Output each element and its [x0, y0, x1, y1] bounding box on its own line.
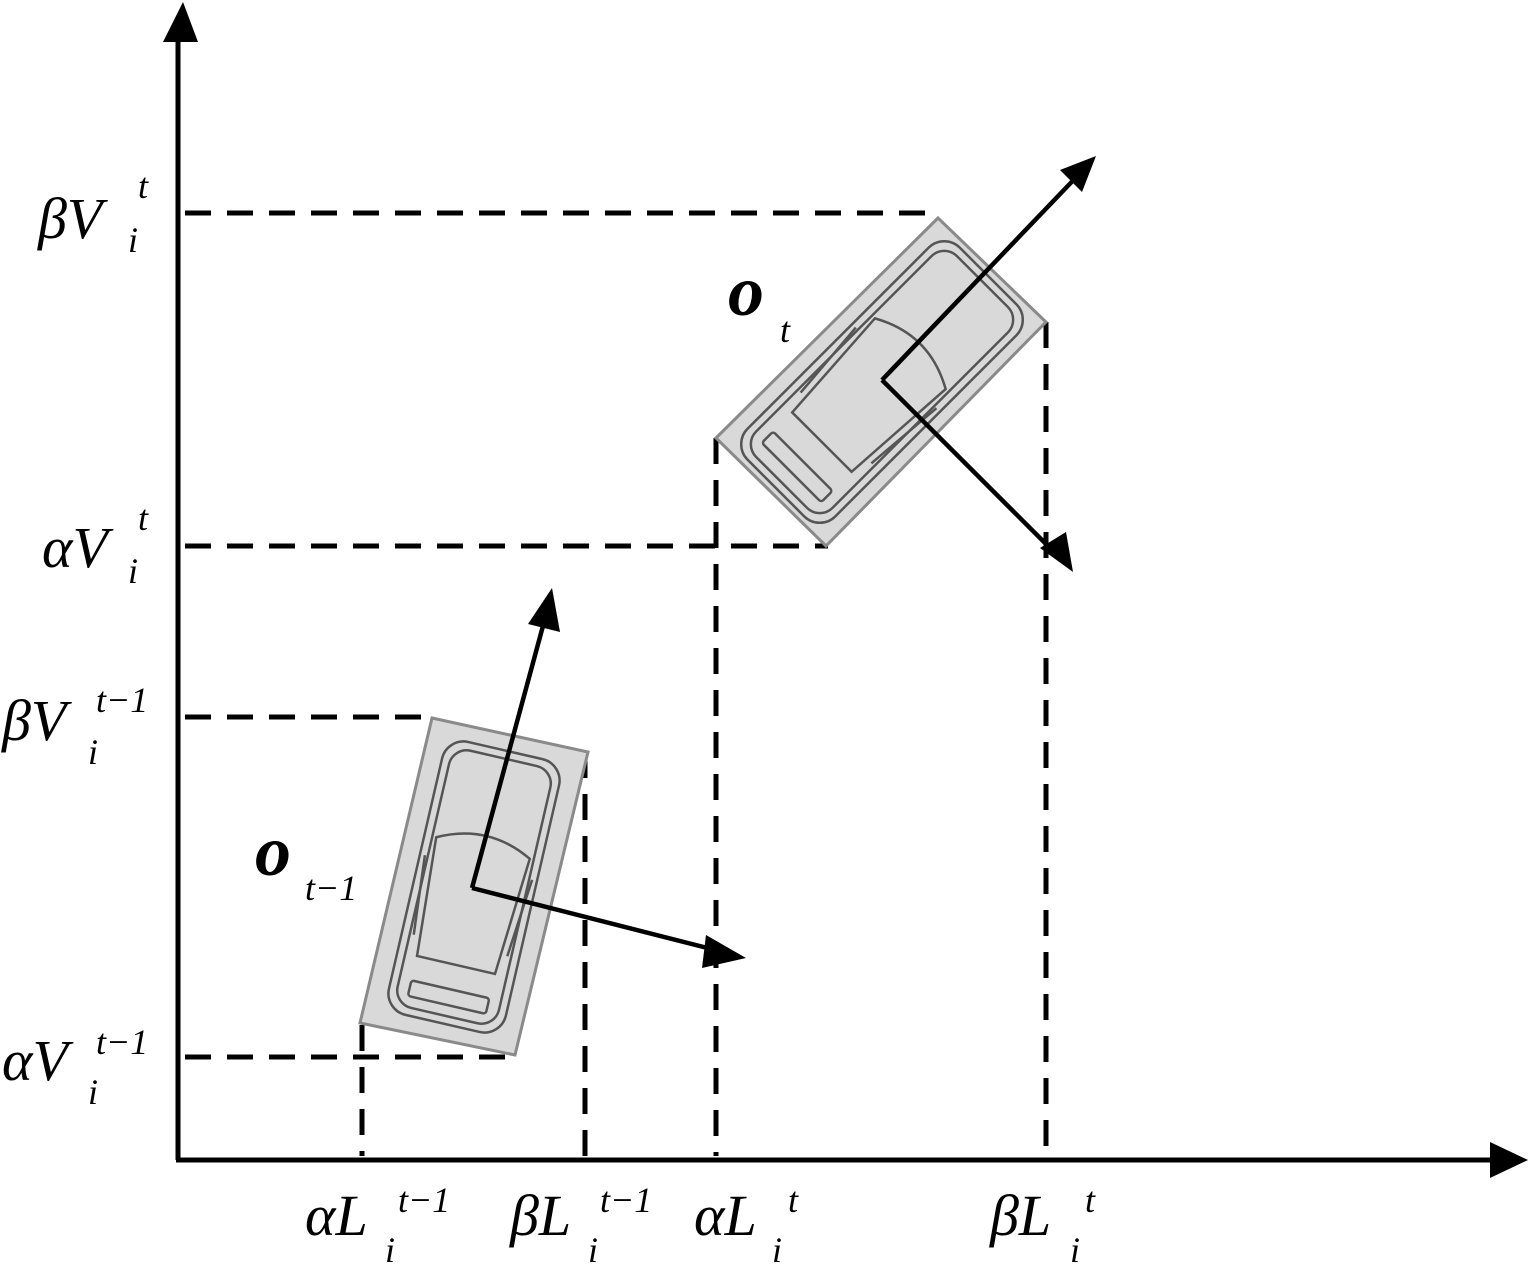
- svg-text:i: i: [88, 1072, 98, 1112]
- svg-text:t: t: [138, 166, 149, 206]
- svg-text:o: o: [728, 251, 764, 331]
- arrowhead-icon: [1040, 532, 1073, 572]
- x-axis-arrow-icon: [1490, 1142, 1528, 1178]
- vector-t-1-lateral: [471, 885, 736, 958]
- arrowhead-icon: [702, 935, 746, 968]
- svg-text:t−1: t−1: [96, 1022, 148, 1062]
- y-label-beta-v-t: βV i t: [37, 166, 149, 260]
- svg-text:i: i: [88, 732, 98, 772]
- x-label-beta-l-t: βL i t: [989, 1180, 1096, 1270]
- svg-text:o: o: [255, 811, 291, 891]
- svg-text:t−1: t−1: [96, 680, 148, 720]
- svg-text:βL: βL: [989, 1183, 1051, 1248]
- arrowhead-icon: [1060, 156, 1096, 192]
- svg-text:i: i: [772, 1230, 782, 1270]
- object-label-o-t-1: o t−1: [255, 811, 357, 908]
- object-label-o-t: o t: [728, 251, 791, 350]
- svg-text:i: i: [588, 1230, 598, 1270]
- svg-text:βV: βV: [37, 186, 109, 251]
- arrowhead-icon: [528, 588, 560, 632]
- vector-t-forward: [880, 166, 1087, 382]
- svg-text:αV: αV: [42, 515, 114, 580]
- svg-text:βV: βV: [1, 688, 73, 753]
- svg-text:αV: αV: [2, 1028, 74, 1093]
- y-label-alpha-v-t-1: αV i t−1: [2, 1022, 148, 1112]
- svg-text:t: t: [780, 310, 791, 350]
- y-label-alpha-v-t: αV i t: [42, 498, 149, 591]
- vector-t-1-forward: [469, 599, 553, 889]
- svg-text:αL: αL: [305, 1183, 368, 1248]
- svg-text:t: t: [1085, 1180, 1096, 1220]
- svg-text:i: i: [128, 551, 138, 591]
- svg-text:αL: αL: [694, 1183, 757, 1248]
- svg-text:t−1: t−1: [305, 868, 357, 908]
- svg-text:t−1: t−1: [600, 1180, 652, 1220]
- x-label-alpha-l-t: αL i t: [694, 1180, 799, 1270]
- svg-text:i: i: [385, 1230, 395, 1270]
- svg-text:i: i: [1070, 1230, 1080, 1270]
- svg-text:βL: βL: [509, 1183, 571, 1248]
- vector-t-lateral: [880, 378, 1064, 562]
- y-axis-arrow-icon: [163, 2, 198, 42]
- x-label-alpha-l-t-1: αL i t−1: [305, 1180, 450, 1270]
- svg-text:t−1: t−1: [398, 1180, 450, 1220]
- svg-text:i: i: [128, 220, 138, 260]
- svg-text:t: t: [138, 498, 149, 538]
- x-label-beta-l-t-1: βL i t−1: [509, 1180, 652, 1270]
- svg-text:t: t: [788, 1180, 799, 1220]
- y-label-beta-v-t-1: βV i t−1: [1, 680, 148, 772]
